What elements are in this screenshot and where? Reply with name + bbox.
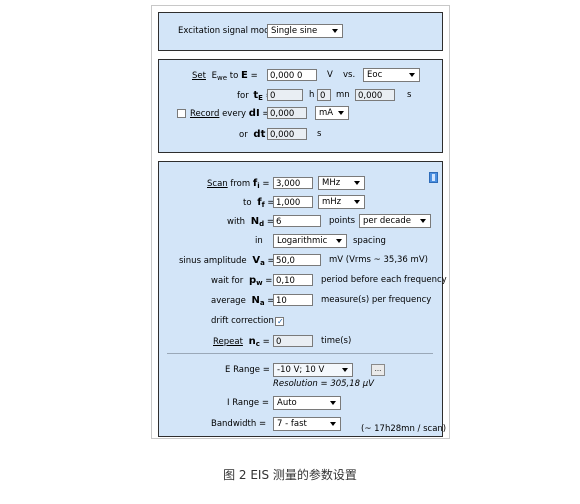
record-label: Record every dI = bbox=[190, 108, 270, 119]
duration-seconds-input[interactable]: 0,000 bbox=[355, 89, 395, 101]
average-label: average Na = bbox=[211, 295, 275, 307]
scan-from-label: Scan from fi = bbox=[207, 178, 270, 190]
repeat-label: Repeat nc = bbox=[213, 336, 270, 348]
record-link[interactable]: Record bbox=[190, 109, 220, 119]
amplitude-note: mV (Vrms ~ 35,36 mV) bbox=[329, 255, 428, 265]
chevron-down-icon bbox=[338, 111, 344, 115]
hours-unit: h bbox=[309, 90, 315, 100]
separator bbox=[167, 353, 433, 354]
spacing-select[interactable]: Logarithmic bbox=[273, 234, 347, 248]
start-frequency-input[interactable]: 3,000 bbox=[273, 177, 313, 189]
e-value-input[interactable]: 0,000 0 bbox=[267, 69, 317, 81]
bandwidth-label: Bandwidth = bbox=[211, 419, 267, 429]
i-range-label: I Range = bbox=[227, 398, 269, 408]
scan-to-label: to ff = bbox=[243, 197, 275, 209]
points-per-decade-input[interactable]: 6 bbox=[273, 215, 321, 227]
e-range-select[interactable]: -10 V; 10 V bbox=[273, 363, 353, 377]
points-label: with Nd = bbox=[227, 216, 274, 228]
bandwidth-select[interactable]: 7 - fast bbox=[273, 417, 341, 431]
amplitude-label: sinus amplitude Va = bbox=[179, 255, 275, 267]
wait-label: wait for pw = bbox=[211, 275, 273, 287]
info-icon[interactable] bbox=[429, 172, 438, 183]
vs-label: vs. bbox=[343, 70, 356, 80]
excitation-mode-select[interactable]: Single sine bbox=[267, 24, 343, 38]
chevron-down-icon bbox=[330, 422, 336, 426]
points-mode-select[interactable]: per decade bbox=[359, 214, 431, 228]
record-dt-unit: s bbox=[317, 129, 322, 139]
record-di-unit-select[interactable]: mA bbox=[315, 106, 349, 120]
average-note: measure(s) per frequency bbox=[321, 295, 432, 305]
end-frequency-input[interactable]: 1,000 bbox=[273, 196, 313, 208]
i-range-select[interactable]: Auto bbox=[273, 396, 341, 410]
excitation-box: Excitation signal mode Single sine bbox=[158, 12, 443, 51]
figure-caption: 图 2 EIS 测量的参数设置 bbox=[223, 468, 357, 482]
reference-select[interactable]: Eoc bbox=[363, 68, 420, 82]
minutes-unit: mn bbox=[336, 90, 350, 100]
volt-unit: V bbox=[327, 70, 333, 80]
repeat-link[interactable]: Repeat bbox=[213, 337, 243, 347]
set-potential-label: Set Ewe to E = bbox=[192, 70, 258, 82]
scan-box: Scan from fi = 3,000 MHz to ff = 1,000 m… bbox=[158, 161, 447, 437]
chevron-down-icon bbox=[342, 368, 348, 372]
set-link[interactable]: Set bbox=[192, 71, 206, 81]
repeat-note: time(s) bbox=[321, 336, 352, 346]
chevron-down-icon bbox=[420, 219, 426, 223]
record-checkbox[interactable] bbox=[177, 109, 186, 118]
chevron-down-icon bbox=[354, 200, 360, 204]
e-range-label: E Range = bbox=[225, 365, 270, 375]
chevron-down-icon bbox=[336, 239, 342, 243]
check-icon: ✓ bbox=[277, 317, 284, 326]
record-di-input[interactable]: 0,000 bbox=[267, 107, 307, 119]
average-input[interactable]: 10 bbox=[273, 294, 313, 306]
duration-hours-input[interactable]: 0 bbox=[267, 89, 303, 101]
points-unit: points bbox=[329, 216, 356, 226]
spacing-in-label: in bbox=[255, 236, 263, 246]
wait-note: period before each frequency bbox=[321, 275, 447, 285]
chevron-down-icon bbox=[354, 181, 360, 185]
end-frequency-unit-select[interactable]: mHz bbox=[318, 195, 365, 209]
spacing-label: spacing bbox=[353, 236, 386, 246]
repeat-input[interactable]: 0 bbox=[273, 335, 313, 347]
seconds-unit: s bbox=[407, 90, 412, 100]
parameter-panel: Excitation signal mode Single sine Set E… bbox=[151, 5, 450, 439]
duration-minutes-input[interactable]: 0 bbox=[317, 89, 331, 101]
resolution-text: Resolution = 305,18 µV bbox=[273, 379, 374, 389]
record-dt-input[interactable]: 0,000 bbox=[267, 128, 307, 140]
amplitude-input[interactable]: 50,0 bbox=[273, 254, 321, 266]
drift-correction-label: drift correction bbox=[211, 316, 274, 326]
excitation-label: Excitation signal mode bbox=[178, 26, 275, 36]
set-potential-box: Set Ewe to E = 0,000 0 V vs. Eoc for tE … bbox=[158, 59, 443, 153]
chevron-down-icon bbox=[332, 29, 338, 33]
scan-link[interactable]: Scan bbox=[207, 179, 228, 189]
drift-correction-checkbox[interactable]: ✓ bbox=[275, 317, 284, 326]
wait-periods-input[interactable]: 0,10 bbox=[273, 274, 313, 286]
start-frequency-unit-select[interactable]: MHz bbox=[318, 176, 365, 190]
bandwidth-note: (~ 17h28mn / scan) bbox=[361, 424, 447, 434]
e-range-options-button[interactable]: ... bbox=[371, 364, 385, 376]
chevron-down-icon bbox=[330, 401, 336, 405]
chevron-down-icon bbox=[409, 73, 415, 77]
